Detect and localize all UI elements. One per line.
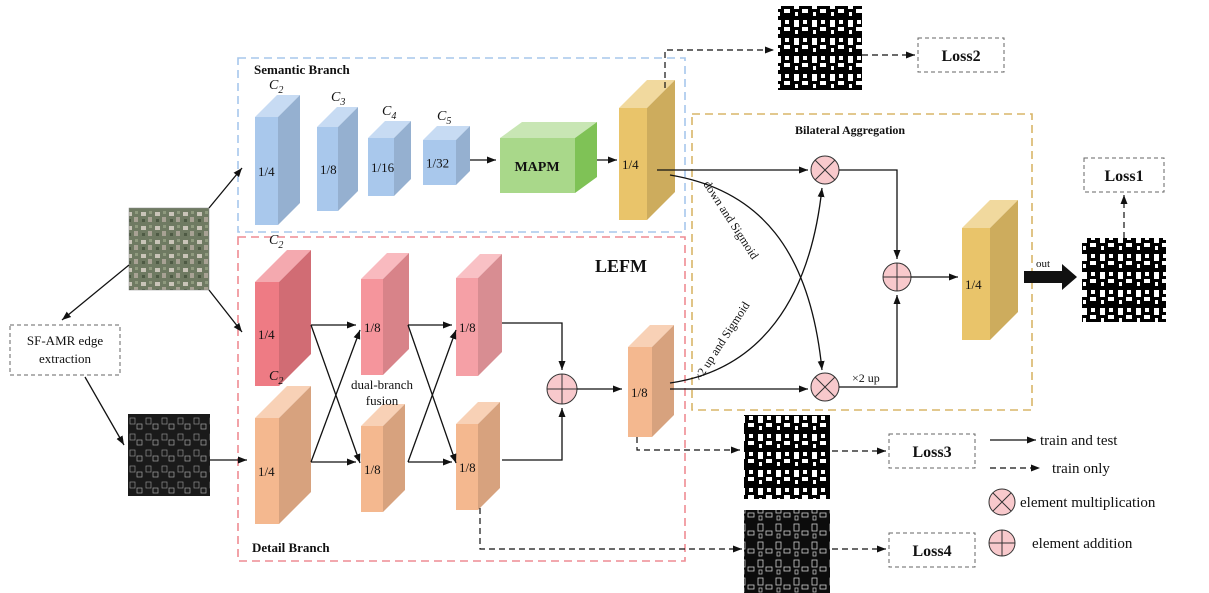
edge-map-image <box>128 414 210 496</box>
loss4-edge-image <box>744 510 830 593</box>
loss2-prediction-image <box>778 6 862 90</box>
mapm-block <box>500 138 575 193</box>
detail-orange-mid-2: 1/8 <box>456 402 500 510</box>
solid-connections <box>61 156 1036 466</box>
loss2-box <box>917 37 1005 73</box>
add-op-detail <box>546 373 578 405</box>
semantic-output-scale-label: 1/4 <box>622 157 639 172</box>
bilateral-aggregation-frame <box>691 113 1033 411</box>
semantic-output: 1/4 <box>619 80 675 220</box>
legend-multiplication: element multiplication <box>1020 495 1156 511</box>
semantic-stage-c2: 1/4 C2 <box>255 78 300 225</box>
detail-red-mid-2: 1/8 <box>456 254 502 376</box>
detail-input-orange-scale-label: 1/4 <box>258 464 275 479</box>
out-label: out <box>1036 258 1050 270</box>
semantic-stage-c2-scale-label: 1/4 <box>258 164 275 179</box>
out-arrow <box>1024 264 1077 290</box>
fusion-label-line1: dual-branch <box>351 377 414 392</box>
legend-multiply-icon <box>988 488 1016 516</box>
semantic-stage-c2-channel-label: C2 <box>269 78 283 96</box>
loss3-label: Loss3 <box>912 444 951 461</box>
detail-orange-mid-2-scale-label: 1/8 <box>459 460 476 475</box>
semantic-stage-c5-scale-label: 1/32 <box>426 156 449 171</box>
final-output-image <box>1082 238 1166 322</box>
semantic-stage-c3-scale-label: 1/8 <box>320 162 337 177</box>
legend-train-test: train and test <box>1040 433 1118 449</box>
semantic-stage-c4-channel-label: C4 <box>382 104 396 122</box>
bilateral-aggregation-title: Bilateral Aggregation <box>795 123 905 137</box>
edge-extraction-box <box>9 324 121 376</box>
multiply-op-top <box>810 155 840 185</box>
detail-output: 1/8 <box>628 325 674 437</box>
loss4-label: Loss4 <box>912 543 951 560</box>
legend-addition: element addition <box>1032 536 1133 552</box>
multiply-op-bottom <box>810 372 840 402</box>
fusion-label-line2: fusion <box>366 393 399 408</box>
detail-orange-mid-1: 1/8 <box>361 404 405 512</box>
loss4-box <box>888 532 976 568</box>
semantic-branch-frame <box>237 57 686 233</box>
edge-extraction-label-line2: extraction <box>39 351 91 366</box>
input-aerial-image <box>128 207 210 291</box>
add-op-aggregation <box>882 262 912 292</box>
detail-input-red: 1/4 C2 <box>255 233 311 386</box>
loss1-label: Loss1 <box>1104 168 1143 185</box>
dashed-connections <box>479 46 1128 553</box>
legend-train-only: train only <box>1052 461 1110 477</box>
detail-orange-mid-1-scale-label: 1/8 <box>364 462 381 477</box>
loss3-box <box>888 433 976 469</box>
mapm-block-side <box>575 122 597 193</box>
detail-red-mid-1: 1/8 <box>361 253 409 375</box>
semantic-branch-title: Semantic Branch <box>254 62 350 77</box>
semantic-stage-c4: 1/16 C4 <box>368 104 411 196</box>
semantic-stage-c5-channel-label: C5 <box>437 109 451 127</box>
semantic-stage-c4-scale-label: 1/16 <box>371 160 395 175</box>
semantic-stage-c5: 1/32 C5 <box>423 109 470 185</box>
detail-red-mid-2-scale-label: 1/8 <box>459 320 476 335</box>
aggregation-output-scale-label: 1/4 <box>965 277 982 292</box>
up-sigmoid-label: ×2 up and Sigmoid <box>691 299 753 384</box>
detail-input-red-scale-label: 1/4 <box>258 327 275 342</box>
aggregation-output: 1/4 <box>962 200 1018 340</box>
detail-input-orange: 1/4C2 <box>255 369 311 524</box>
legend-add-icon <box>988 529 1016 557</box>
detail-branch-frame <box>237 236 686 562</box>
lefm-label: LEFM <box>595 256 647 276</box>
detail-output-scale-label: 1/8 <box>631 385 648 400</box>
edge-extraction-label-line1: SF-AMR edge <box>27 333 103 348</box>
down-sigmoid-label: down and Sigmoid <box>700 178 761 262</box>
detail-red-mid-1-scale-label: 1/8 <box>364 320 381 335</box>
mapm-block-top <box>500 122 597 138</box>
x2-up-label: ×2 up <box>852 371 880 385</box>
mapm-label: MAPM <box>514 160 559 175</box>
loss3-prediction-image <box>744 415 830 499</box>
detail-branch-title: Detail Branch <box>252 540 330 555</box>
semantic-stage-c3: 1/8 C3 <box>317 90 358 211</box>
loss2-label: Loss2 <box>941 48 980 65</box>
detail-input-red-channel-label: C2 <box>269 233 283 251</box>
loss1-box <box>1083 157 1165 193</box>
semantic-stage-c3-channel-label: C3 <box>331 90 345 108</box>
